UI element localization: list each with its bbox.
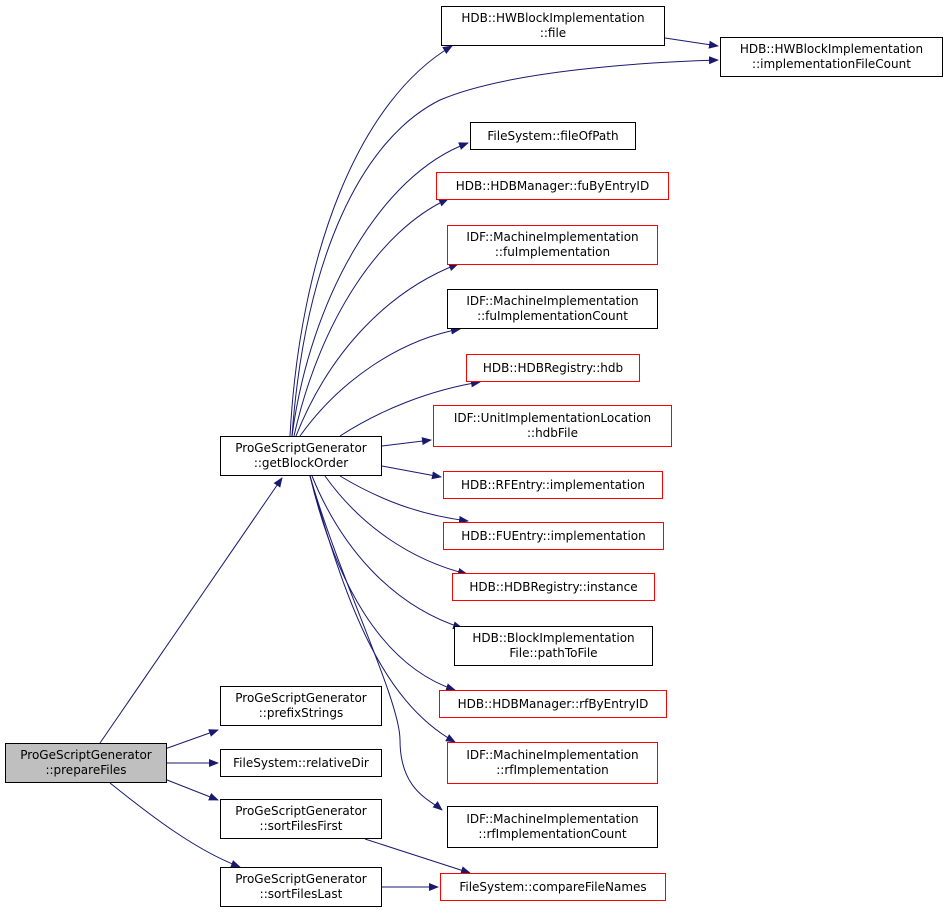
node-mid-rf-implementation[interactable]: IDF::MachineImplementation::rfImplementa… [447, 742, 658, 784]
node-label-line: FileSystem::fileOfPath [487, 128, 619, 143]
edge-sort-files-first-to-compare-file-names [364, 838, 471, 875]
node-compare-file-names[interactable]: FileSystem::compareFileNames [440, 873, 666, 901]
node-sort-files-first[interactable]: ProGeScriptGenerator::sortFilesFirst [220, 799, 382, 839]
edge-hw-file-to-impl-file-count [664, 37, 719, 49]
node-label-line: HDB::HDBManager::rfByEntryID [457, 696, 649, 711]
node-impl-file-count[interactable]: HDB::HWBlockImplementation::implementati… [720, 37, 943, 77]
edge-get-block-order-to-fu-implementation [295, 263, 459, 437]
node-label-line: HDB::BlockImplementation [472, 631, 635, 645]
node-rf-implementation-count[interactable]: IDF::MachineImplementation::rfImplementa… [447, 806, 658, 848]
node-label-line: ProGeScriptGenerator [235, 804, 367, 818]
node-file-of-path[interactable]: FileSystem::fileOfPath [470, 122, 636, 150]
node-fu-by-entry-i-d[interactable]: HDB::HDBManager::fuByEntryID [436, 172, 669, 200]
node-fu-implementation-count[interactable]: IDF::MachineImplementation::fuImplementa… [447, 289, 658, 329]
node-hw-file[interactable]: HDB::HWBlockImplementation::file [441, 6, 665, 46]
node-label-line: ::file [539, 26, 567, 40]
edge-get-block-order-to-mid-rf-implementation [309, 475, 456, 743]
node-label-line: ::sortFilesLast [259, 887, 343, 901]
node-label-line: ::fuImplementation [494, 245, 611, 259]
node-hdb[interactable]: HDB::HDBRegistry::hdb [466, 354, 640, 382]
edge-get-block-order-to-file-of-path [291, 142, 469, 437]
node-label-line: ProGeScriptGenerator [235, 872, 367, 886]
edge-get-block-order-to-path-to-file [311, 475, 463, 630]
edge-get-block-order-to-fu-implementation-count [299, 326, 461, 437]
node-label-line: HDB::HDBManager::fuByEntryID [455, 178, 650, 193]
node-label-line: ProGeScriptGenerator [235, 691, 367, 705]
node-hdb-file[interactable]: IDF::UnitImplementationLocation::hdbFile [433, 405, 672, 447]
edge-get-block-order-to-rf-implementation-count [309, 475, 443, 811]
edge-get-block-order-to-hdb [339, 379, 481, 437]
node-instance[interactable]: HDB::HDBRegistry::instance [452, 573, 655, 601]
node-label-line: IDF::MachineImplementation [466, 230, 639, 244]
node-label-line: HDB::HWBlockImplementation [739, 42, 924, 56]
node-label-line: HDB::HDBRegistry::hdb [482, 360, 624, 375]
node-prefix-strings[interactable]: ProGeScriptGenerator::prefixStrings [220, 686, 382, 726]
edge-prepare-files-to-sort-files-first [161, 777, 219, 801]
node-label-line: ::hdbFile [526, 426, 578, 440]
node-label-line: IDF::MachineImplementation [466, 812, 639, 826]
node-label-line: ProGeScriptGenerator [235, 441, 367, 455]
node-label-line: HDB::HWBlockImplementation [461, 11, 645, 25]
edge-prepare-files-to-prefix-strings [161, 729, 219, 751]
node-label-line: ::fuImplementationCount [477, 309, 628, 323]
node-fu-entry-implementation[interactable]: HDB::FUEntry::implementation [443, 522, 664, 550]
node-get-block-order[interactable]: ProGeScriptGenerator::getBlockOrder [220, 436, 382, 476]
node-rf-by-entry-i-d[interactable]: HDB::HDBManager::rfByEntryID [439, 690, 667, 718]
edge-get-block-order-to-rf-implementation [381, 465, 442, 480]
edge-get-block-order-to-impl-file-count [291, 56, 719, 437]
node-label-line: IDF::UnitImplementationLocation [453, 411, 652, 425]
node-rf-implementation[interactable]: HDB::RFEntry::implementation [443, 471, 663, 499]
node-label-line: File::pathToFile [509, 646, 598, 660]
edge-get-block-order-to-rf-by-entry-i-d [309, 475, 456, 691]
node-relative-dir[interactable]: FileSystem::relativeDir [220, 749, 382, 777]
node-label-line: ::getBlockOrder [253, 456, 349, 470]
node-label-line: HDB::HDBRegistry::instance [469, 579, 638, 594]
edge-get-block-order-to-fu-by-entry-i-d [293, 198, 449, 437]
edge-get-block-order-to-fu-entry-implementation [339, 475, 469, 524]
node-label-line: IDF::MachineImplementation [466, 748, 639, 762]
node-label-line: FileSystem::relativeDir [233, 755, 369, 770]
node-label-line: ::implementationFileCount [752, 57, 911, 71]
node-label-line: ProGeScriptGenerator [20, 748, 152, 762]
node-label-line: FileSystem::compareFileNames [459, 879, 647, 894]
node-label-line: ::prefixStrings [258, 706, 344, 720]
edge-get-block-order-to-instance [324, 475, 468, 576]
node-label-line: ::prepareFiles [45, 763, 127, 777]
node-label-line: IDF::MachineImplementation [466, 294, 639, 308]
node-prepare-files: ProGeScriptGenerator::prepareFiles [5, 743, 167, 783]
edge-prepare-files-to-get-block-order [99, 477, 283, 744]
node-label-line: HDB::FUEntry::implementation [461, 528, 646, 543]
node-sort-files-last[interactable]: ProGeScriptGenerator::sortFilesLast [220, 867, 382, 907]
node-label-line: ::rfImplementationCount [478, 827, 627, 841]
node-label-line: ::sortFilesFirst [259, 819, 343, 833]
node-fu-implementation[interactable]: IDF::MachineImplementation::fuImplementa… [447, 225, 658, 265]
node-label-line: ::rfImplementation [496, 763, 609, 777]
edge-get-block-order-to-hw-file [289, 45, 453, 437]
edge-get-block-order-to-hdb-file [381, 437, 432, 447]
edge-prepare-files-to-sort-files-last [109, 782, 241, 868]
node-label-line: HDB::RFEntry::implementation [460, 477, 646, 492]
